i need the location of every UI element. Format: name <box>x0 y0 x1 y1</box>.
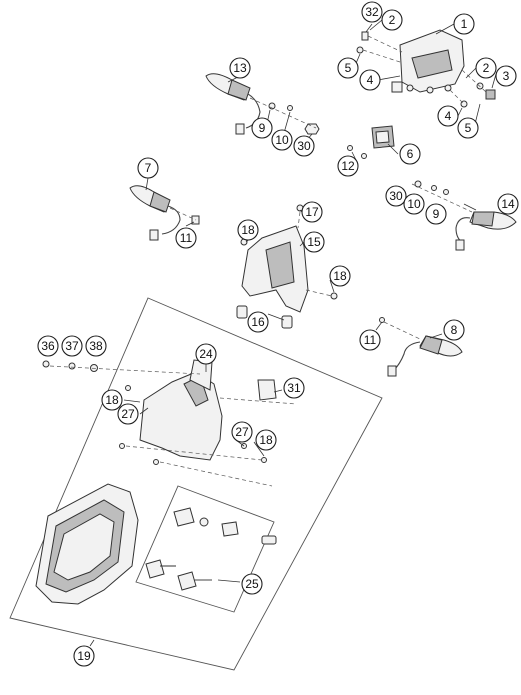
turn-signal-rear-right <box>379 317 463 377</box>
turn-signal-front-left <box>205 73 320 135</box>
callout-4-left: 4 <box>359 69 381 91</box>
callout-30-left: 30 <box>293 135 315 157</box>
callout-3: 3 <box>495 65 517 87</box>
svg-text:18: 18 <box>333 269 347 283</box>
callout-8: 8 <box>443 319 465 341</box>
svg-text:11: 11 <box>364 333 377 347</box>
svg-text:9: 9 <box>259 121 266 135</box>
callout-10-right: 10 <box>403 193 425 215</box>
svg-text:5: 5 <box>345 61 352 75</box>
svg-text:4: 4 <box>367 73 374 87</box>
callout-4-right: 4 <box>437 105 459 127</box>
callout-2-right: 2 <box>475 57 497 79</box>
turn-signal-front-right <box>411 180 517 251</box>
callout-30-right: 30 <box>385 185 407 207</box>
callout-1: 1 <box>453 13 475 35</box>
callout-12: 12 <box>337 155 359 177</box>
callout-14: 14 <box>497 193 519 215</box>
svg-text:4: 4 <box>445 109 452 123</box>
svg-text:16: 16 <box>251 315 265 329</box>
svg-text:38: 38 <box>89 339 103 353</box>
callout-13: 13 <box>229 57 251 79</box>
callout-18-bracket-left: 18 <box>237 219 259 241</box>
callout-7: 7 <box>137 157 159 179</box>
svg-text:36: 36 <box>41 339 55 353</box>
svg-text:9: 9 <box>433 207 440 221</box>
svg-text:11: 11 <box>180 231 193 245</box>
svg-text:30: 30 <box>389 189 403 203</box>
callout-19: 19 <box>73 645 95 667</box>
svg-text:15: 15 <box>307 235 321 249</box>
svg-text:7: 7 <box>145 161 152 175</box>
leader-lines <box>89 19 497 647</box>
svg-text:5: 5 <box>465 121 472 135</box>
callout-25: 25 <box>241 573 263 595</box>
svg-text:17: 17 <box>305 205 319 219</box>
svg-text:14: 14 <box>501 197 515 211</box>
callout-27-headlight-right: 27 <box>231 421 253 443</box>
svg-text:12: 12 <box>341 159 355 173</box>
callout-36: 36 <box>37 335 59 357</box>
callout-11-left: 11 <box>175 227 197 249</box>
svg-text:18: 18 <box>259 433 273 447</box>
headlight-bulbs <box>145 507 277 591</box>
svg-text:25: 25 <box>245 577 259 591</box>
callout-6: 6 <box>399 143 421 165</box>
callout-5-right: 5 <box>457 117 479 139</box>
callout-9-left: 9 <box>251 117 273 139</box>
svg-text:10: 10 <box>407 197 421 211</box>
svg-text:2: 2 <box>483 61 490 75</box>
callout-9-right: 9 <box>425 203 447 225</box>
callout-2-top: 2 <box>381 9 403 31</box>
callout-17: 17 <box>301 201 323 223</box>
svg-text:6: 6 <box>407 147 414 161</box>
svg-text:2: 2 <box>389 13 396 27</box>
callout-38: 38 <box>85 335 107 357</box>
callout-31: 31 <box>283 377 305 399</box>
svg-text:1: 1 <box>461 17 468 31</box>
bulb-kit-frame <box>135 485 275 613</box>
svg-text:10: 10 <box>275 133 289 147</box>
svg-text:18: 18 <box>105 393 119 407</box>
svg-text:18: 18 <box>241 223 255 237</box>
callout-18-headlight-right: 18 <box>255 429 277 451</box>
headlight-mounting-bracket <box>42 359 297 487</box>
svg-text:37: 37 <box>65 339 79 353</box>
svg-text:32: 32 <box>365 5 379 19</box>
instrument-bracket-assembly <box>347 23 496 159</box>
callout-10-left: 10 <box>271 129 293 151</box>
svg-text:24: 24 <box>199 347 213 361</box>
svg-text:13: 13 <box>233 61 247 75</box>
callout-32: 32 <box>361 1 383 23</box>
callout-11-right: 11 <box>359 329 381 351</box>
svg-text:8: 8 <box>451 323 458 337</box>
callout-5-left: 5 <box>337 57 359 79</box>
callout-18-headlight-left: 18 <box>101 389 123 411</box>
svg-text:27: 27 <box>121 407 135 421</box>
turn-signal-rear-left <box>129 185 200 241</box>
headlight-housing <box>35 483 139 605</box>
svg-text:30: 30 <box>297 139 311 153</box>
svg-text:27: 27 <box>235 425 249 439</box>
callout-37: 37 <box>61 335 83 357</box>
callout-24: 24 <box>195 343 217 365</box>
svg-text:3: 3 <box>503 69 510 83</box>
callout-15: 15 <box>303 231 325 253</box>
callout-18-bracket-right: 18 <box>329 265 351 287</box>
center-mounting-bracket <box>236 204 338 329</box>
callout-16: 16 <box>247 311 269 333</box>
svg-text:31: 31 <box>287 381 301 395</box>
svg-text:19: 19 <box>77 649 91 663</box>
callout-27-headlight-left: 27 <box>117 403 139 425</box>
